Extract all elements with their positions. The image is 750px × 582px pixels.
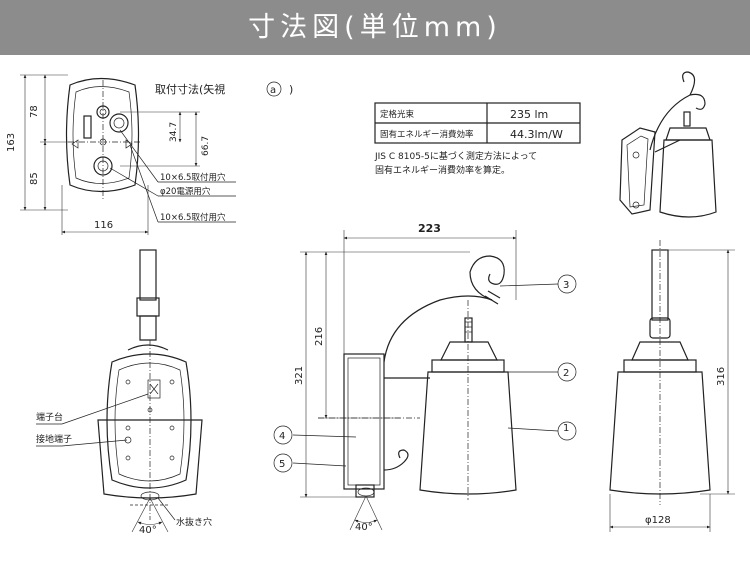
back-angle: 40° <box>139 525 157 536</box>
front-view <box>609 240 735 532</box>
hole-label-1: 10×6.5取付用穴 <box>160 172 226 183</box>
spec-note-1: JIS C 8105-5に基づく測定方法によって <box>374 150 537 162</box>
callout-1: 1 <box>563 423 569 434</box>
spec-label-2: 固有エネルギー消費効率 <box>380 129 474 140</box>
drain-label: 水抜き穴 <box>176 516 212 528</box>
callout-5: 5 <box>279 459 285 470</box>
product-illustration <box>619 71 717 218</box>
side-angle: 40° <box>355 522 373 533</box>
mount-title-close: ) <box>289 83 293 96</box>
hole-label-2: φ20電源用穴 <box>160 186 211 197</box>
back-view <box>36 249 203 533</box>
page-title: 寸法図(単位mm) <box>248 12 502 43</box>
callout-3: 3 <box>563 280 569 291</box>
hole-label-3: 10×6.5取付用穴 <box>160 212 226 223</box>
mount-title: 取付寸法(矢視 <box>155 82 225 96</box>
view-marker-circle <box>266 81 282 97</box>
mount-plate-view <box>20 74 236 235</box>
dim-321: 321 <box>294 366 305 385</box>
spec-value-1: 235 lm <box>510 108 548 121</box>
terminal-label: 端子台 <box>36 411 63 423</box>
dim-78: 78 <box>29 105 40 118</box>
side-view <box>273 230 577 531</box>
dim-116: 116 <box>94 220 113 231</box>
dim-85: 85 <box>29 172 40 185</box>
spec-note-2: 固有エネルギー消費効率を算定。 <box>375 164 510 176</box>
ground-label: 接地端子 <box>36 433 72 445</box>
callout-4: 4 <box>279 431 285 442</box>
dim-316: 316 <box>716 367 727 386</box>
dim-34-7: 34.7 <box>169 122 179 142</box>
view-marker: a <box>270 85 276 96</box>
dim-216: 216 <box>314 327 325 346</box>
spec-label-1: 定格光束 <box>380 109 415 120</box>
title-banner: 寸法図(単位mm) <box>0 0 750 55</box>
dim-223: 223 <box>418 222 441 235</box>
dim-diameter: φ128 <box>645 515 671 526</box>
dim-66-7: 66.7 <box>201 136 211 156</box>
spec-table <box>374 102 581 144</box>
spec-value-2: 44.3lm/W <box>510 128 563 141</box>
dim-163: 163 <box>6 133 17 152</box>
callout-2: 2 <box>563 368 569 379</box>
